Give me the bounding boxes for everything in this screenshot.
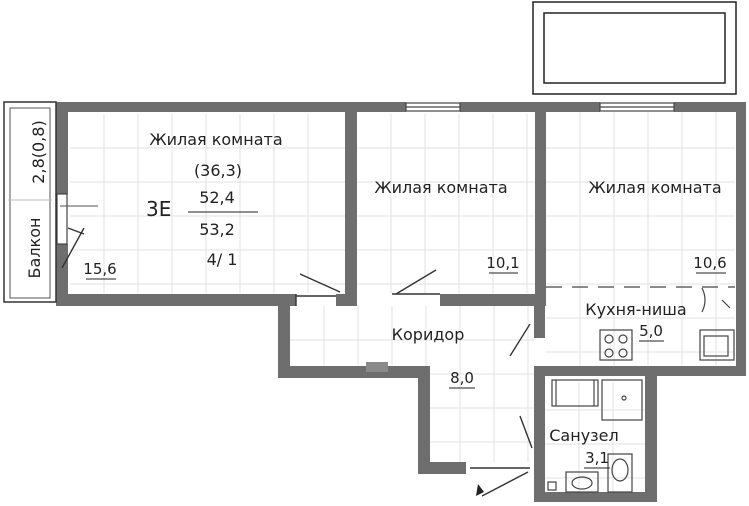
bathroom-name: Санузел xyxy=(549,426,618,445)
walls xyxy=(56,102,746,502)
entrance-arrow-icon xyxy=(476,484,484,496)
floor-grid xyxy=(70,112,735,492)
bathroom-area: 3,1 xyxy=(585,449,609,467)
apartment-floor-info: 4/ 1 xyxy=(207,250,238,269)
upper-balcony xyxy=(532,1,737,95)
bathroom-fixtures xyxy=(547,379,643,493)
balcony xyxy=(3,101,57,303)
kitchen-fixtures xyxy=(546,286,735,361)
kitchen-area: 5,0 xyxy=(639,322,663,340)
doors xyxy=(61,227,533,497)
room3-name: Жилая комната xyxy=(588,178,721,197)
room2-name: Жилая комната xyxy=(374,178,507,197)
apartment-total-area: 52,4 xyxy=(199,188,235,207)
corridor-name: Коридор xyxy=(392,325,465,344)
room1-name: Жилая комната xyxy=(149,130,282,149)
room1-area: 15,6 xyxy=(83,260,116,278)
kitchen-name: Кухня-ниша xyxy=(585,300,686,319)
apartment-living-area: (36,3) xyxy=(194,161,242,180)
corridor-area: 8,0 xyxy=(450,369,474,387)
apartment-total-area-balcony: 53,2 xyxy=(199,220,235,239)
apartment-type: 3Е xyxy=(146,197,171,221)
room2-area: 10,1 xyxy=(486,254,519,272)
windows xyxy=(56,102,675,245)
balcony-area: 2,8(0,8) xyxy=(29,120,48,183)
balcony-name: Балкон xyxy=(25,218,44,279)
room3-area: 10,6 xyxy=(693,254,726,272)
